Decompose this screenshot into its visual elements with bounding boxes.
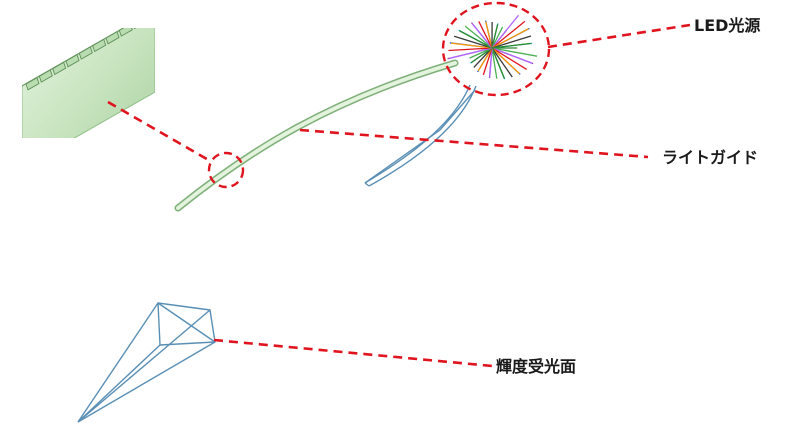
led-ray — [491, 14, 520, 49]
led-ray — [485, 21, 493, 49]
led-ray — [448, 47, 493, 60]
led-ray — [491, 35, 532, 49]
led-ray — [491, 47, 528, 70]
inset-notch — [52, 61, 67, 76]
led-ray — [471, 23, 493, 49]
led-ray — [491, 20, 526, 49]
led-ray — [469, 47, 493, 59]
led-ray — [450, 42, 493, 49]
led-ray — [453, 35, 493, 49]
inset-notch — [118, 28, 133, 37]
light-guide-zoom-inset — [22, 28, 155, 138]
inset-notch — [105, 31, 120, 45]
inset-notch — [134, 28, 137, 30]
led-ray — [477, 47, 493, 72]
led-ray — [491, 47, 533, 64]
led-ray — [471, 47, 493, 64]
led-ray — [491, 42, 531, 49]
led-ray — [491, 28, 529, 49]
inset-notch — [92, 38, 107, 53]
inset-notch — [38, 69, 53, 83]
led-ray — [491, 47, 513, 78]
inset-notch — [78, 46, 93, 60]
led-ray — [491, 26, 504, 49]
inset-notch — [25, 77, 40, 91]
leader-receiver — [213, 338, 493, 368]
led-ray-burst — [447, 14, 538, 80]
led-source-label: LED光源 — [694, 16, 760, 35]
leader-light-guide — [299, 128, 649, 159]
led-ray — [491, 24, 499, 49]
receiver-wireframe — [77, 302, 216, 423]
light-guide-rod — [174, 59, 459, 212]
led-ray — [491, 47, 520, 75]
led-ray — [482, 47, 493, 76]
light-guide-highlight-ring — [207, 151, 245, 189]
inset-notch — [65, 54, 80, 68]
luminance-receiver-label: 輝度受光面 — [496, 357, 576, 376]
led-ray — [459, 30, 493, 49]
led-ray — [491, 47, 505, 79]
led-ray — [489, 47, 493, 77]
leader-inset — [107, 100, 213, 164]
led-ray — [473, 47, 493, 68]
led-ray — [491, 47, 538, 57]
led-ray — [491, 47, 498, 79]
led-ray — [464, 25, 493, 49]
led-ray — [448, 47, 493, 52]
secondary-guide-wireframe — [364, 84, 477, 187]
leader-led-source — [547, 23, 691, 49]
inset-surface-notches — [25, 28, 137, 91]
led-ray — [478, 21, 493, 49]
led-highlight-ring — [441, 1, 551, 97]
light-guide-label: ライトガイド — [662, 148, 758, 167]
